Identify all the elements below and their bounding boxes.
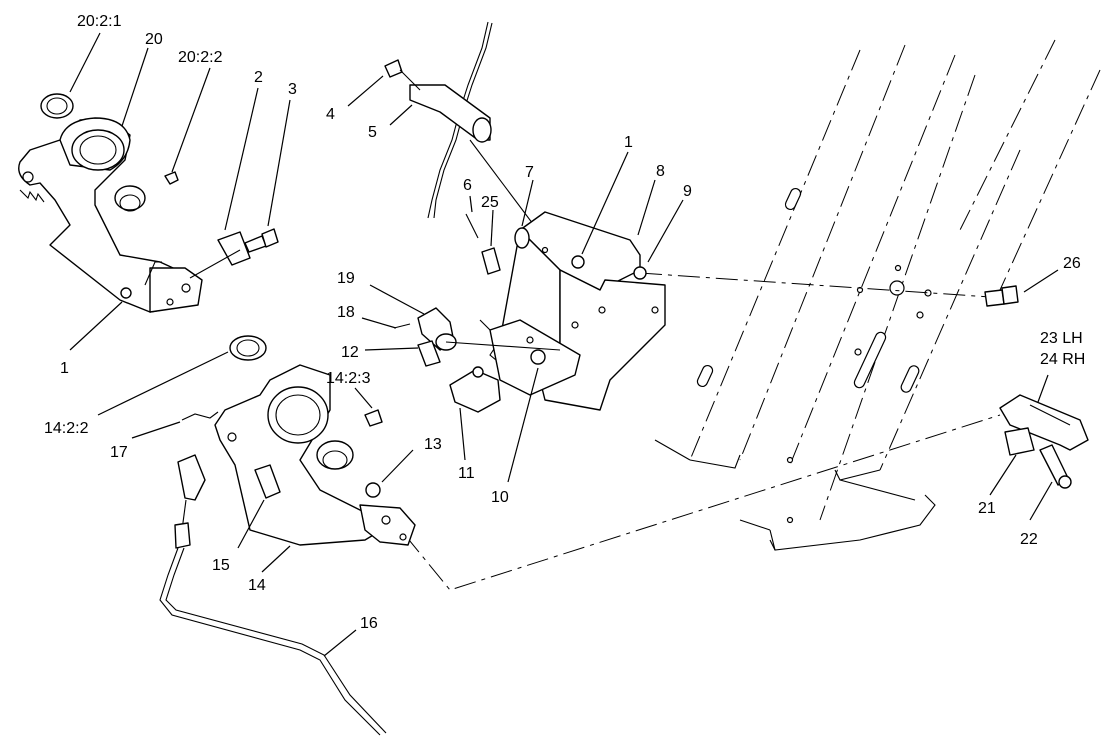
callout-11: 11 (458, 465, 475, 482)
part-19-clevis (417, 307, 561, 351)
callout-7: 7 (525, 164, 534, 181)
pedal-assembly-upper (18, 93, 203, 313)
callout-2: 2 (254, 69, 263, 86)
callout-12: 12 (341, 344, 359, 361)
axis-line-26 (639, 272, 991, 298)
part-22-bolt (1039, 444, 1072, 489)
callout-20-2-1: 20:2:1 (77, 13, 122, 30)
part-26-bolt (984, 285, 1019, 307)
callout-19: 19 (337, 270, 355, 287)
part-23-24-bracket (999, 394, 1089, 451)
callout-4: 4 (326, 106, 335, 123)
part-6-cotter (465, 213, 479, 239)
callout-23-lh: 23 LH (1040, 330, 1083, 347)
callout-10: 10 (491, 489, 509, 506)
callout-8: 8 (656, 163, 665, 180)
callout-21: 21 (978, 500, 996, 517)
part-18-pin (393, 323, 411, 329)
part-16-rod (159, 454, 387, 736)
callout-1-top: 1 (624, 134, 633, 151)
part-7-clip (514, 227, 530, 249)
callout-26: 26 (1063, 255, 1081, 272)
callout-17: 17 (110, 444, 128, 461)
callout-9: 9 (683, 183, 692, 200)
callout-1-left: 1 (60, 360, 69, 377)
callout-3: 3 (288, 81, 297, 98)
callout-16: 16 (360, 615, 378, 632)
callout-14: 14 (248, 577, 266, 594)
part-25-pin (481, 247, 501, 275)
part-3-bolt (189, 228, 279, 279)
callout-15: 15 (212, 557, 230, 574)
pedal-assembly-lower (181, 335, 416, 546)
callout-20-2-2: 20:2:2 (178, 49, 223, 66)
control-rod (384, 21, 561, 261)
callout-14-2-3: 14:2:3 (326, 370, 371, 387)
callout-20: 20 (145, 31, 163, 48)
callout-18: 18 (337, 304, 355, 321)
callout-25: 25 (481, 194, 499, 211)
part-12-bolt (417, 340, 441, 367)
callout-22: 22 (1020, 531, 1038, 548)
callout-24-rh: 24 RH (1040, 351, 1085, 368)
frame-rails (654, 39, 1101, 551)
part-11-switch (449, 366, 501, 413)
part-21-plate (1004, 427, 1035, 456)
callout-5: 5 (368, 124, 377, 141)
leader-lines (69, 32, 1059, 657)
callout-6: 6 (463, 177, 472, 194)
callout-14-2-2: 14:2:2 (44, 420, 89, 437)
central-bracket (479, 211, 666, 411)
callout-13: 13 (424, 436, 442, 453)
callout-labels: 20:2:1 20 20:2:2 2 3 4 5 1 8 7 6 25 9 26… (44, 13, 1085, 632)
